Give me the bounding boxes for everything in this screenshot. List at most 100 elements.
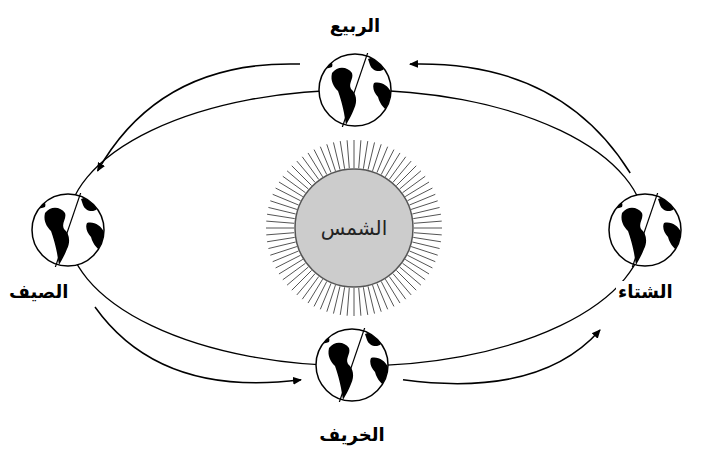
- sun-ray: [279, 259, 303, 274]
- sun-ray: [373, 285, 382, 312]
- sun-ray: [297, 274, 315, 295]
- sun-ray: [363, 141, 367, 169]
- sun-ray: [287, 171, 308, 189]
- sun-ray: [297, 161, 315, 182]
- season-label: الخريف: [317, 424, 386, 446]
- sun-ray: [287, 267, 308, 285]
- sun-ray: [267, 214, 295, 218]
- sun-ray: [414, 228, 442, 229]
- sun-ray: [320, 283, 331, 309]
- season-label: الصيف: [7, 281, 70, 303]
- sun-ray: [273, 251, 299, 262]
- sun-ray: [327, 285, 336, 312]
- sun-ray: [340, 141, 344, 169]
- sun-ray: [308, 279, 323, 303]
- orbit-ellipse: [67, 90, 645, 366]
- sun-ray: [409, 251, 435, 262]
- sun-ray: [270, 201, 297, 210]
- sun-ray: [268, 207, 295, 214]
- sun-ray: [368, 142, 375, 169]
- sun-ray: [413, 237, 441, 241]
- sun-ray: [373, 144, 382, 171]
- sun-ray: [407, 255, 432, 268]
- sun-ray: [414, 221, 442, 223]
- sun-ray: [347, 288, 349, 316]
- sun-ray: [354, 140, 355, 168]
- sun-ray: [385, 279, 400, 303]
- orbit-arrow: [95, 307, 301, 383]
- sun-ray: [273, 194, 299, 205]
- sun-ray: [359, 140, 361, 168]
- season-label: الشتاء: [616, 281, 675, 303]
- earth-globe: [31, 193, 105, 267]
- sun-ray: [393, 161, 411, 182]
- sun-ray: [405, 182, 429, 197]
- sun-rays: [266, 140, 442, 316]
- sun-ray: [359, 288, 361, 316]
- sun-ray: [396, 270, 416, 290]
- sun-ray: [279, 182, 303, 197]
- sun-ray: [411, 201, 438, 210]
- sun-ray: [377, 147, 388, 173]
- orbit-arrow: [98, 64, 300, 171]
- earth-node: الصيف: [31, 193, 105, 267]
- sun-ray: [412, 207, 439, 214]
- sun-ray: [407, 188, 432, 201]
- sun-ray: [302, 277, 318, 300]
- sun-ray: [302, 157, 318, 180]
- sun-ray: [268, 242, 295, 249]
- sun-ray: [270, 247, 297, 256]
- earth-node: الشتاء: [608, 193, 682, 267]
- sun-ray: [327, 144, 336, 171]
- sun-ray: [389, 277, 405, 300]
- sun-node: الشمس: [294, 168, 414, 288]
- sun-ray: [266, 228, 294, 229]
- earth-globe: [315, 328, 389, 402]
- sun-ray: [411, 247, 438, 256]
- sun-ray: [368, 286, 375, 313]
- orbit-arrow: [410, 64, 630, 173]
- sun-ray: [393, 274, 411, 295]
- sun-ray: [403, 176, 426, 192]
- sun-ray: [354, 288, 355, 316]
- sun-ray: [314, 150, 327, 175]
- sun-ray: [389, 157, 405, 180]
- sun-ray: [396, 166, 416, 186]
- sun-ray: [381, 281, 394, 306]
- sun-ray: [333, 286, 340, 313]
- sun-ray: [283, 263, 306, 279]
- sun-ray: [385, 153, 400, 177]
- sun-ray: [405, 259, 429, 274]
- sun-ray: [347, 140, 349, 168]
- earth-globe: [608, 193, 682, 267]
- sun-label: الشمس: [294, 168, 414, 288]
- sun-ray: [308, 153, 323, 177]
- sun-ray: [413, 214, 441, 218]
- sun-ray: [340, 287, 344, 315]
- sun-ray: [292, 270, 312, 290]
- sun-ray: [381, 150, 394, 175]
- sun-ray: [409, 194, 435, 205]
- sun-ray: [414, 233, 442, 235]
- sun-ray: [363, 287, 367, 315]
- sun-ray: [403, 263, 426, 279]
- sun-ray: [333, 142, 340, 169]
- sun-ray: [400, 171, 421, 189]
- orbit-arrow: [403, 330, 600, 384]
- sun-ray: [400, 267, 421, 285]
- earth-globe: [318, 53, 392, 127]
- sun-ray: [314, 281, 327, 306]
- earth-node: الربيع: [318, 53, 392, 127]
- sun-ray: [276, 255, 301, 268]
- sun-ray: [266, 221, 294, 223]
- sun-ray: [283, 176, 306, 192]
- earth-node: الخريف: [315, 328, 389, 402]
- sun-ray: [292, 166, 312, 186]
- sun-ray: [377, 283, 388, 309]
- sun-ray: [267, 237, 295, 241]
- sun-ray: [412, 242, 439, 249]
- season-label: الربيع: [328, 15, 383, 37]
- sun-ray: [320, 147, 331, 173]
- sun-ray: [276, 188, 301, 201]
- sun-ray: [266, 233, 294, 235]
